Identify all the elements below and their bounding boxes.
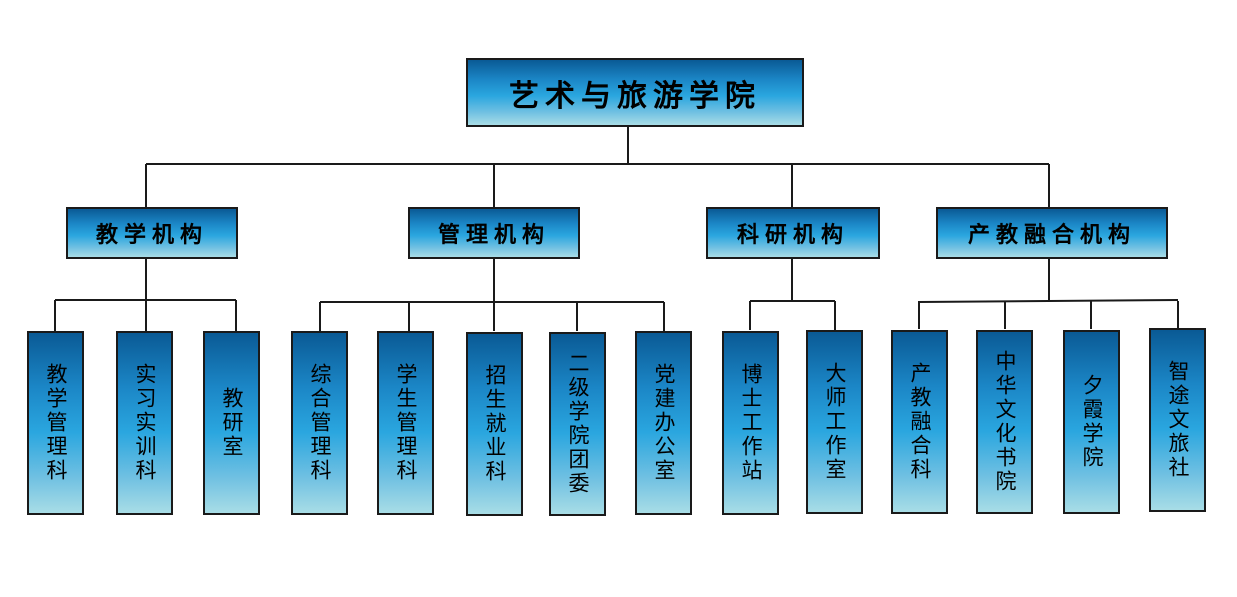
unit-label: 综合管理科 <box>308 363 332 483</box>
unit-label: 二级学院团委 <box>566 352 590 496</box>
unit-node: 综合管理科 <box>291 331 348 515</box>
unit-node: 教研室 <box>203 331 260 515</box>
unit-node: 教学管理科 <box>27 331 84 515</box>
unit-node: 招生就业科 <box>466 332 523 516</box>
unit-node: 产教融合科 <box>891 330 948 514</box>
unit-label: 博士工作站 <box>739 363 763 483</box>
unit-node: 党建办公室 <box>635 331 692 515</box>
dept-node-research: 科研机构 <box>706 207 880 259</box>
unit-label: 党建办公室 <box>652 363 676 483</box>
unit-node: 智途文旅社 <box>1149 328 1206 512</box>
root-node: 艺术与旅游学院 <box>466 58 804 127</box>
dept-node-industry-education: 产教融合机构 <box>936 207 1168 259</box>
unit-node: 实习实训科 <box>116 331 173 515</box>
unit-node: 中华文化书院 <box>976 330 1033 514</box>
unit-node: 学生管理科 <box>377 331 434 515</box>
unit-label: 大师工作室 <box>823 362 847 482</box>
dept-label: 教学机构 <box>95 223 208 248</box>
unit-label: 产教融合科 <box>908 362 932 482</box>
unit-label: 智途文旅社 <box>1166 360 1190 480</box>
unit-label: 教研室 <box>220 387 244 459</box>
unit-node: 二级学院团委 <box>549 332 606 516</box>
root-label: 艺术与旅游学院 <box>509 78 761 114</box>
unit-label: 学生管理科 <box>394 363 418 483</box>
unit-label: 招生就业科 <box>483 364 507 484</box>
unit-node: 夕霞学院 <box>1063 330 1120 514</box>
dept-label: 科研机构 <box>736 223 849 248</box>
unit-node: 博士工作站 <box>722 331 779 515</box>
connector-line <box>918 299 1179 303</box>
dept-label: 管理机构 <box>437 223 550 248</box>
dept-label: 产教融合机构 <box>967 223 1136 248</box>
unit-node: 大师工作室 <box>806 330 863 514</box>
unit-label: 教学管理科 <box>44 363 68 483</box>
dept-node-management: 管理机构 <box>408 207 580 259</box>
unit-label: 夕霞学院 <box>1080 374 1104 470</box>
unit-label: 实习实训科 <box>133 363 157 483</box>
unit-label: 中华文化书院 <box>993 350 1017 494</box>
dept-node-teaching: 教学机构 <box>66 207 238 259</box>
